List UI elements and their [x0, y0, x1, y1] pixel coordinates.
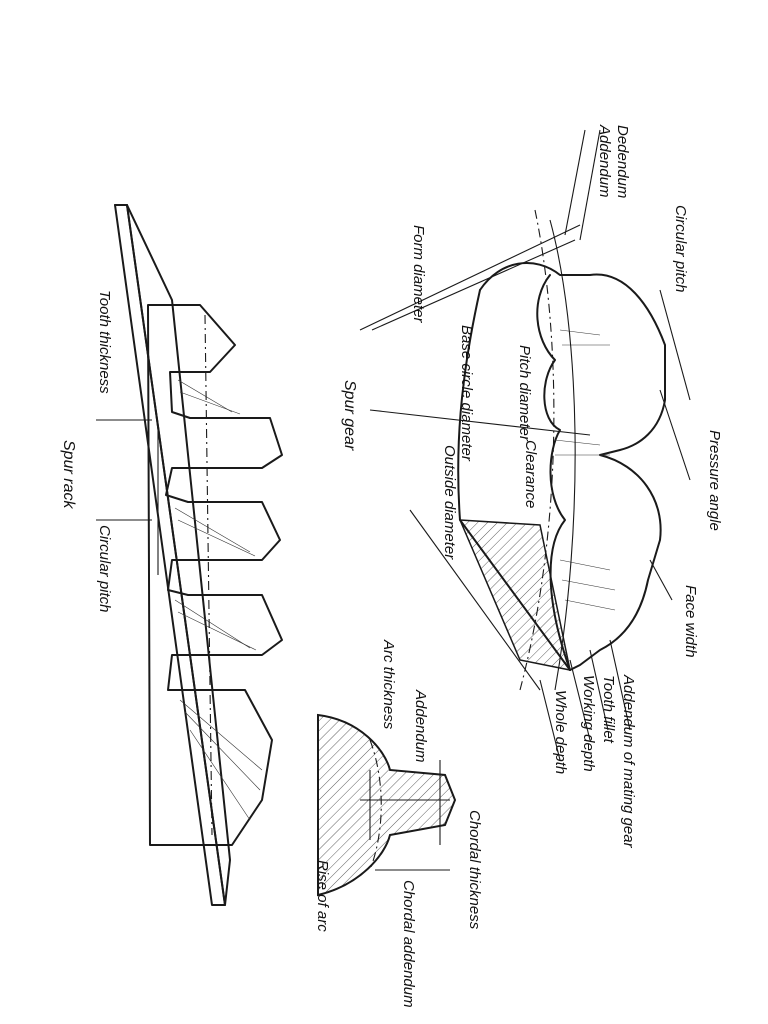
base-circle-line [371, 239, 576, 331]
label-dedendum: Dedendum [614, 125, 631, 198]
spur-rack-drawing [96, 204, 283, 906]
gear-outer-profile [479, 262, 666, 671]
outside-diameter-line [409, 509, 541, 691]
pressure-leader [659, 389, 691, 481]
gear-body-edge [457, 289, 571, 671]
label-rise-of-arc: Rise of arc [314, 860, 331, 932]
label-base-circle-diameter: Base circle diameter [458, 325, 475, 462]
tooth-detail-drawing [317, 713, 457, 897]
working-depth-leader [569, 659, 591, 741]
label-chordal-addendum: Chordal addendum [400, 880, 417, 1008]
label-face-width: Face width [682, 585, 699, 658]
pitch-diameter-line [369, 409, 591, 436]
label-rack-circular-pitch: Circular pitch [96, 525, 113, 613]
pressure-angle-line [659, 289, 691, 401]
gear-section [458, 519, 571, 671]
whole-depth-leader [539, 679, 561, 761]
label-circular-pitch: Circular pitch [672, 205, 689, 293]
rack-shading [174, 379, 263, 821]
rack-pitch-line [204, 314, 213, 836]
addendum-leader [564, 129, 586, 236]
label-clearance: Clearance [522, 440, 539, 508]
label-form-diameter: Form diameter [410, 225, 427, 324]
rack-plate-front [114, 204, 226, 906]
label-tooth-fillet: Tooth fillet [600, 675, 617, 744]
title-spur-gear: Spur gear [341, 380, 358, 451]
label-addendum: Addendum [596, 124, 613, 198]
tooth-fillet-leader [589, 649, 609, 731]
tooth-pitch-arc [369, 739, 382, 871]
face-width-leader [649, 559, 673, 601]
gear-shading [554, 329, 616, 611]
rack-teeth-outline [147, 304, 283, 846]
label-working-depth: Working depth [580, 675, 597, 772]
label-pitch-diameter: Pitch diameter [516, 345, 533, 442]
addendum-circle [549, 219, 576, 691]
label-whole-depth: Whole depth [552, 690, 569, 774]
label-addendum-of-mating-gear: Addendum of mating gear [620, 674, 637, 849]
label-tooth-thickness: Tooth thickness [96, 290, 113, 394]
mating-gear-leader [609, 639, 631, 731]
gear-tooth-profile [536, 274, 571, 671]
label-chordal-thickness: Chordal thickness [466, 810, 483, 930]
labels-layer: Dedendum Addendum Circular pitch Pressur… [60, 124, 723, 1008]
label-outside-diameter: Outside diameter [441, 445, 458, 560]
title-spur-rack: Spur rack [60, 440, 77, 509]
spur-gear-drawing [359, 129, 691, 761]
tooth-section [317, 713, 457, 897]
label-tooth-addendum: Addendum [412, 689, 429, 763]
label-arc-thickness: Arc thickness [380, 639, 397, 730]
dedendum-leader [579, 129, 601, 241]
form-diameter-line [359, 224, 581, 331]
label-pressure-angle: Pressure angle [706, 430, 723, 531]
rack-plate-top [126, 204, 231, 906]
